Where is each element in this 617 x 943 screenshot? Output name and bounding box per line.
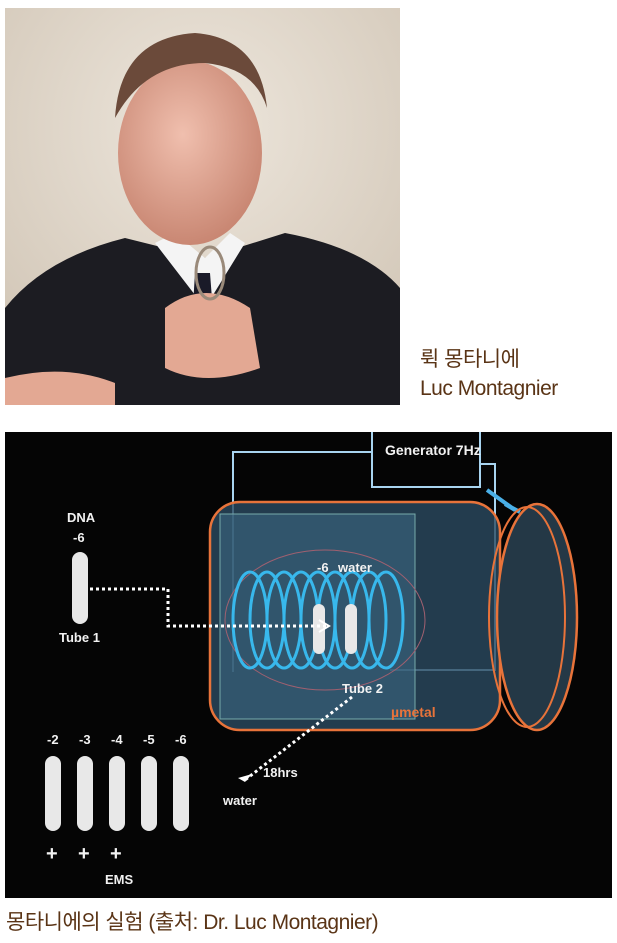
tube-1-label: Tube 1 <box>59 630 100 645</box>
experiment-diagram: Generator 7Hz µmetal -6 water Tube 2 DNA… <box>5 432 612 898</box>
tube-2b <box>345 604 357 654</box>
dilution-label: -5 <box>143 732 155 747</box>
umetal-label: µmetal <box>391 704 436 720</box>
dilution-label: -3 <box>79 732 91 747</box>
duration-label: 18hrs <box>263 765 298 780</box>
result-mark: + <box>78 843 90 865</box>
tube-2a <box>313 604 325 654</box>
coil-loop <box>367 570 405 670</box>
dilution-tubes: -2 + -3 + -4 + -5 -6 <box>45 732 189 865</box>
result-mark: + <box>110 843 122 865</box>
generator-box <box>371 432 481 488</box>
lightning-icon <box>485 488 521 514</box>
result-mark: + <box>46 843 58 865</box>
dilution-tube <box>45 756 61 831</box>
dilution-label: -6 <box>175 732 187 747</box>
dilution-tube <box>141 756 157 831</box>
dilution-label: -2 <box>47 732 59 747</box>
generator-label: Generator 7Hz <box>385 442 481 458</box>
portrait-name-korean: 뤽 몽타니에 <box>420 348 520 371</box>
dilution-tube <box>77 756 93 831</box>
dilution-tube <box>173 756 189 831</box>
portrait-name-english: Luc Montagnier <box>420 377 558 400</box>
dilution-tube <box>109 756 125 831</box>
tube-2-label: Tube 2 <box>342 681 383 696</box>
coil-dilution: -6 <box>317 560 329 575</box>
portrait-photo <box>5 8 400 405</box>
tube-1 <box>72 552 88 624</box>
ems-label: EMS <box>105 872 134 887</box>
figure-caption: 몽타니에의 실험 (출처: Dr. Luc Montagnier) <box>6 911 379 934</box>
dna-label: DNA <box>67 510 96 525</box>
tube-1-dilution: -6 <box>73 530 85 545</box>
coil-water-label: water <box>337 560 372 575</box>
arrow-head-icon <box>238 774 252 782</box>
dilution-label: -4 <box>111 732 123 747</box>
water-label: water <box>222 793 257 808</box>
